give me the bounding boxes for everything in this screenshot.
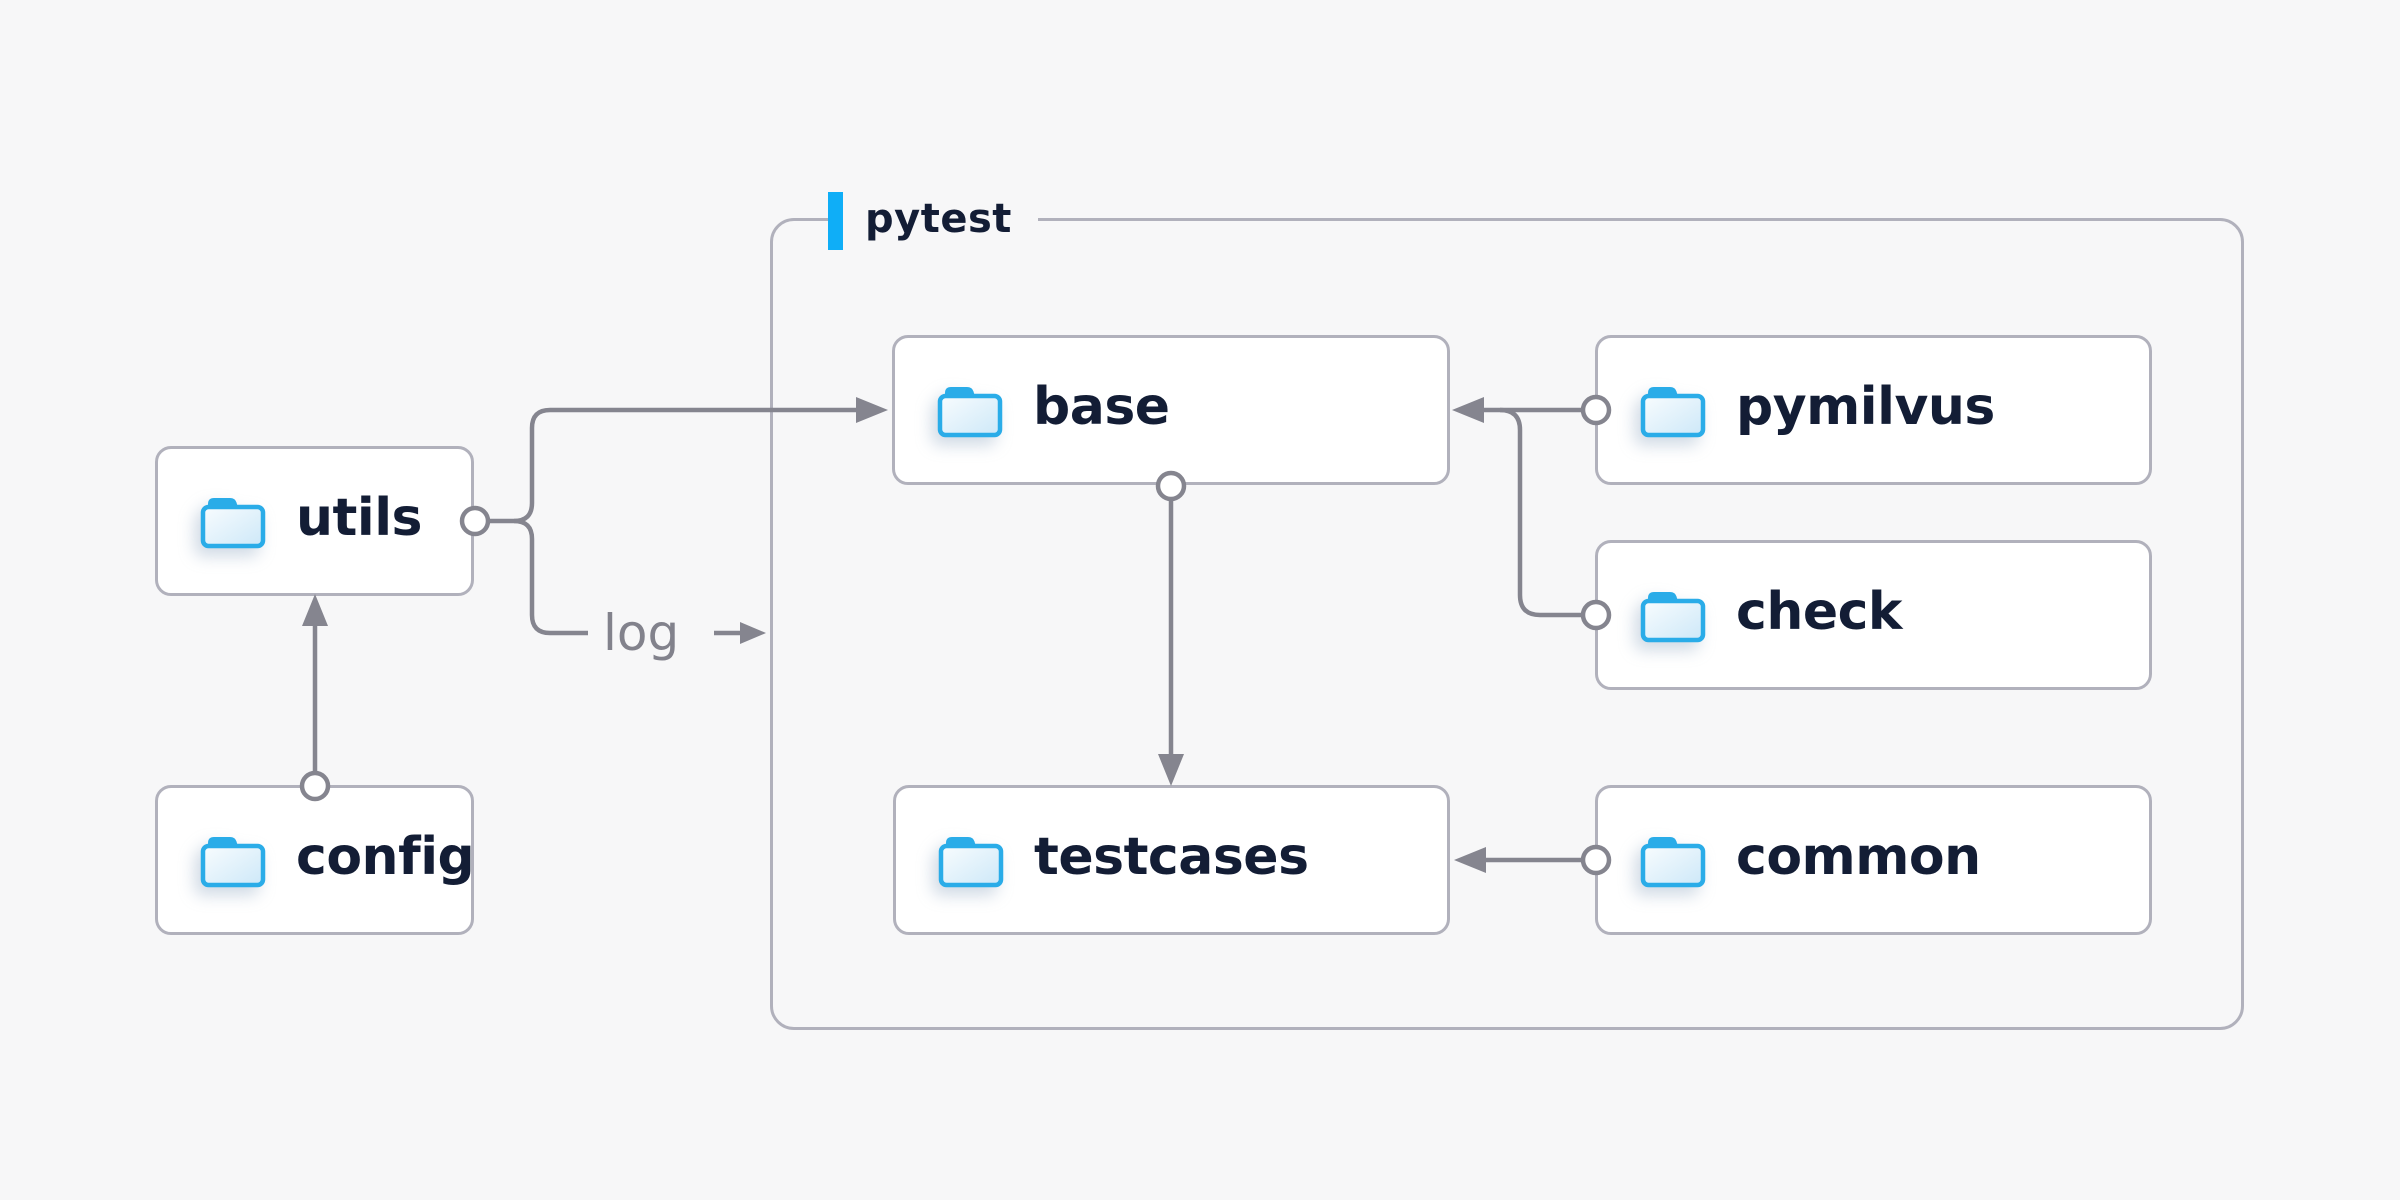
folder-body xyxy=(938,843,1004,888)
folder-body xyxy=(200,504,266,549)
folder-icon xyxy=(200,498,266,549)
folder-icon xyxy=(938,837,1004,888)
node-check: check xyxy=(1595,540,2152,690)
node-utils: utils xyxy=(155,446,474,596)
folder-body xyxy=(1640,393,1706,438)
folder-icon xyxy=(1640,592,1706,643)
node-label: common xyxy=(1736,827,1981,887)
folder-icon xyxy=(200,837,266,888)
log-edge-label: log xyxy=(603,604,680,662)
arrowhead-up-icon xyxy=(302,594,328,626)
node-common: common xyxy=(1595,785,2152,935)
group-label-text: pytest xyxy=(865,196,1012,242)
node-base: base xyxy=(892,335,1450,485)
accent-bar-icon xyxy=(828,192,843,250)
node-pymilvus: pymilvus xyxy=(1595,335,2152,485)
folder-icon xyxy=(937,387,1003,438)
node-config: config xyxy=(155,785,475,935)
pytest-group-label: pytest xyxy=(828,190,1038,252)
node-label: pymilvus xyxy=(1736,377,1995,437)
node-label: check xyxy=(1736,582,1903,642)
folder-body xyxy=(937,393,1003,438)
pytest-group-container: pytest xyxy=(770,190,2244,1030)
folder-icon xyxy=(1640,387,1706,438)
folder-icon xyxy=(1640,837,1706,888)
folder-body xyxy=(1640,598,1706,643)
node-label: utils xyxy=(296,488,422,548)
node-label: testcases xyxy=(1034,827,1309,887)
folder-body xyxy=(1640,843,1706,888)
edge-config-to-utils xyxy=(299,594,331,802)
node-label: base xyxy=(1033,377,1170,437)
arrowhead-right-small-icon xyxy=(740,622,766,644)
folder-body xyxy=(200,843,266,888)
node-testcases: testcases xyxy=(893,785,1450,935)
node-label: config xyxy=(296,827,475,887)
